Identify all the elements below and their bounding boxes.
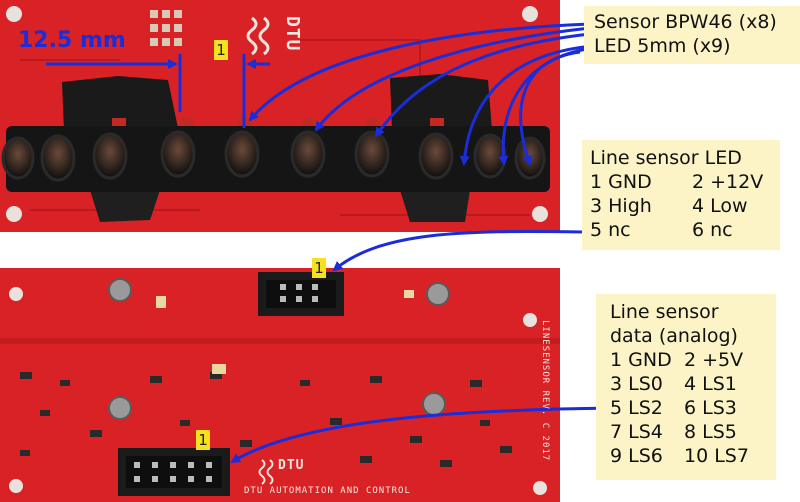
pcb-revision-text: LINESENSOR REV. C 2017	[540, 320, 550, 462]
pin1-badge-data-connector: 1	[196, 430, 210, 450]
data-pin-row: 3 LS0 4 LS1	[610, 372, 776, 396]
callout-sensor-line: Sensor BPW46 (x8)	[594, 11, 777, 33]
pin-label: 1 GND	[590, 171, 652, 193]
data-pin-row: 9 LS6 10 LS7	[610, 444, 776, 468]
data-connector-callout: Line sensor data (analog) 1 GND 2 +5V 3 L…	[596, 294, 776, 480]
callout-led-line: LED 5mm (x9)	[594, 35, 731, 57]
led-connector	[258, 272, 344, 316]
sensor-led-callout: Sensor BPW46 (x8) LED 5mm (x9)	[584, 6, 800, 64]
pin-label: 4 Low	[692, 195, 748, 217]
led-pin-row: 3 High 4 Low	[590, 194, 780, 218]
pin-label: 8 LS5	[684, 421, 737, 443]
pin-label: 3 LS0	[610, 373, 663, 395]
pcb-logo-text-top: DTU	[282, 16, 303, 52]
bottom-board	[0, 268, 560, 502]
led-callout-title: Line sensor LED	[590, 147, 742, 169]
pin-label: 3 High	[590, 195, 652, 217]
data-callout-title-1: Line sensor	[610, 301, 719, 323]
pin-label: 5 LS2	[610, 397, 663, 419]
data-pin-row: 5 LS2 6 LS3	[610, 396, 776, 420]
pcb-logo-text-bottom: DTU	[278, 458, 305, 473]
pin-label: 6 LS3	[684, 397, 737, 419]
pin-label: 2 +5V	[684, 349, 744, 371]
pin-label: 10 LS7	[684, 445, 749, 467]
pin-label: 2 +12V	[692, 171, 764, 193]
pin1-badge-led-connector: 1	[312, 258, 326, 278]
top-board	[0, 0, 560, 232]
pin-label: 9 LS6	[610, 445, 663, 467]
pin-label: 1 GND	[610, 349, 672, 371]
pin-label: 6 nc	[692, 219, 733, 241]
data-pin-row: 7 LS4 8 LS5	[610, 420, 776, 444]
pcb-footer-text: DTU AUTOMATION AND CONTROL	[244, 486, 411, 496]
pin-label: 4 LS1	[684, 373, 737, 395]
pin-label: 7 LS4	[610, 421, 663, 443]
dimension-label: 12.5 mm	[18, 28, 126, 53]
data-pin-row: 1 GND 2 +5V	[610, 348, 776, 372]
dimension-marker	[46, 54, 270, 128]
led-pin-row: 5 nc 6 nc	[590, 218, 780, 242]
sensor-arrows	[248, 22, 595, 166]
led-pin-row: 1 GND 2 +12V	[590, 170, 780, 194]
dtu-logo-bottom	[258, 459, 274, 485]
dtu-logo-top	[246, 16, 270, 56]
connector-arrows	[230, 229, 615, 464]
pin1-badge-top: 1	[214, 40, 228, 60]
data-callout-title-2: data (analog)	[610, 325, 738, 347]
data-connector	[118, 448, 230, 496]
pin-label: 5 nc	[590, 219, 631, 241]
